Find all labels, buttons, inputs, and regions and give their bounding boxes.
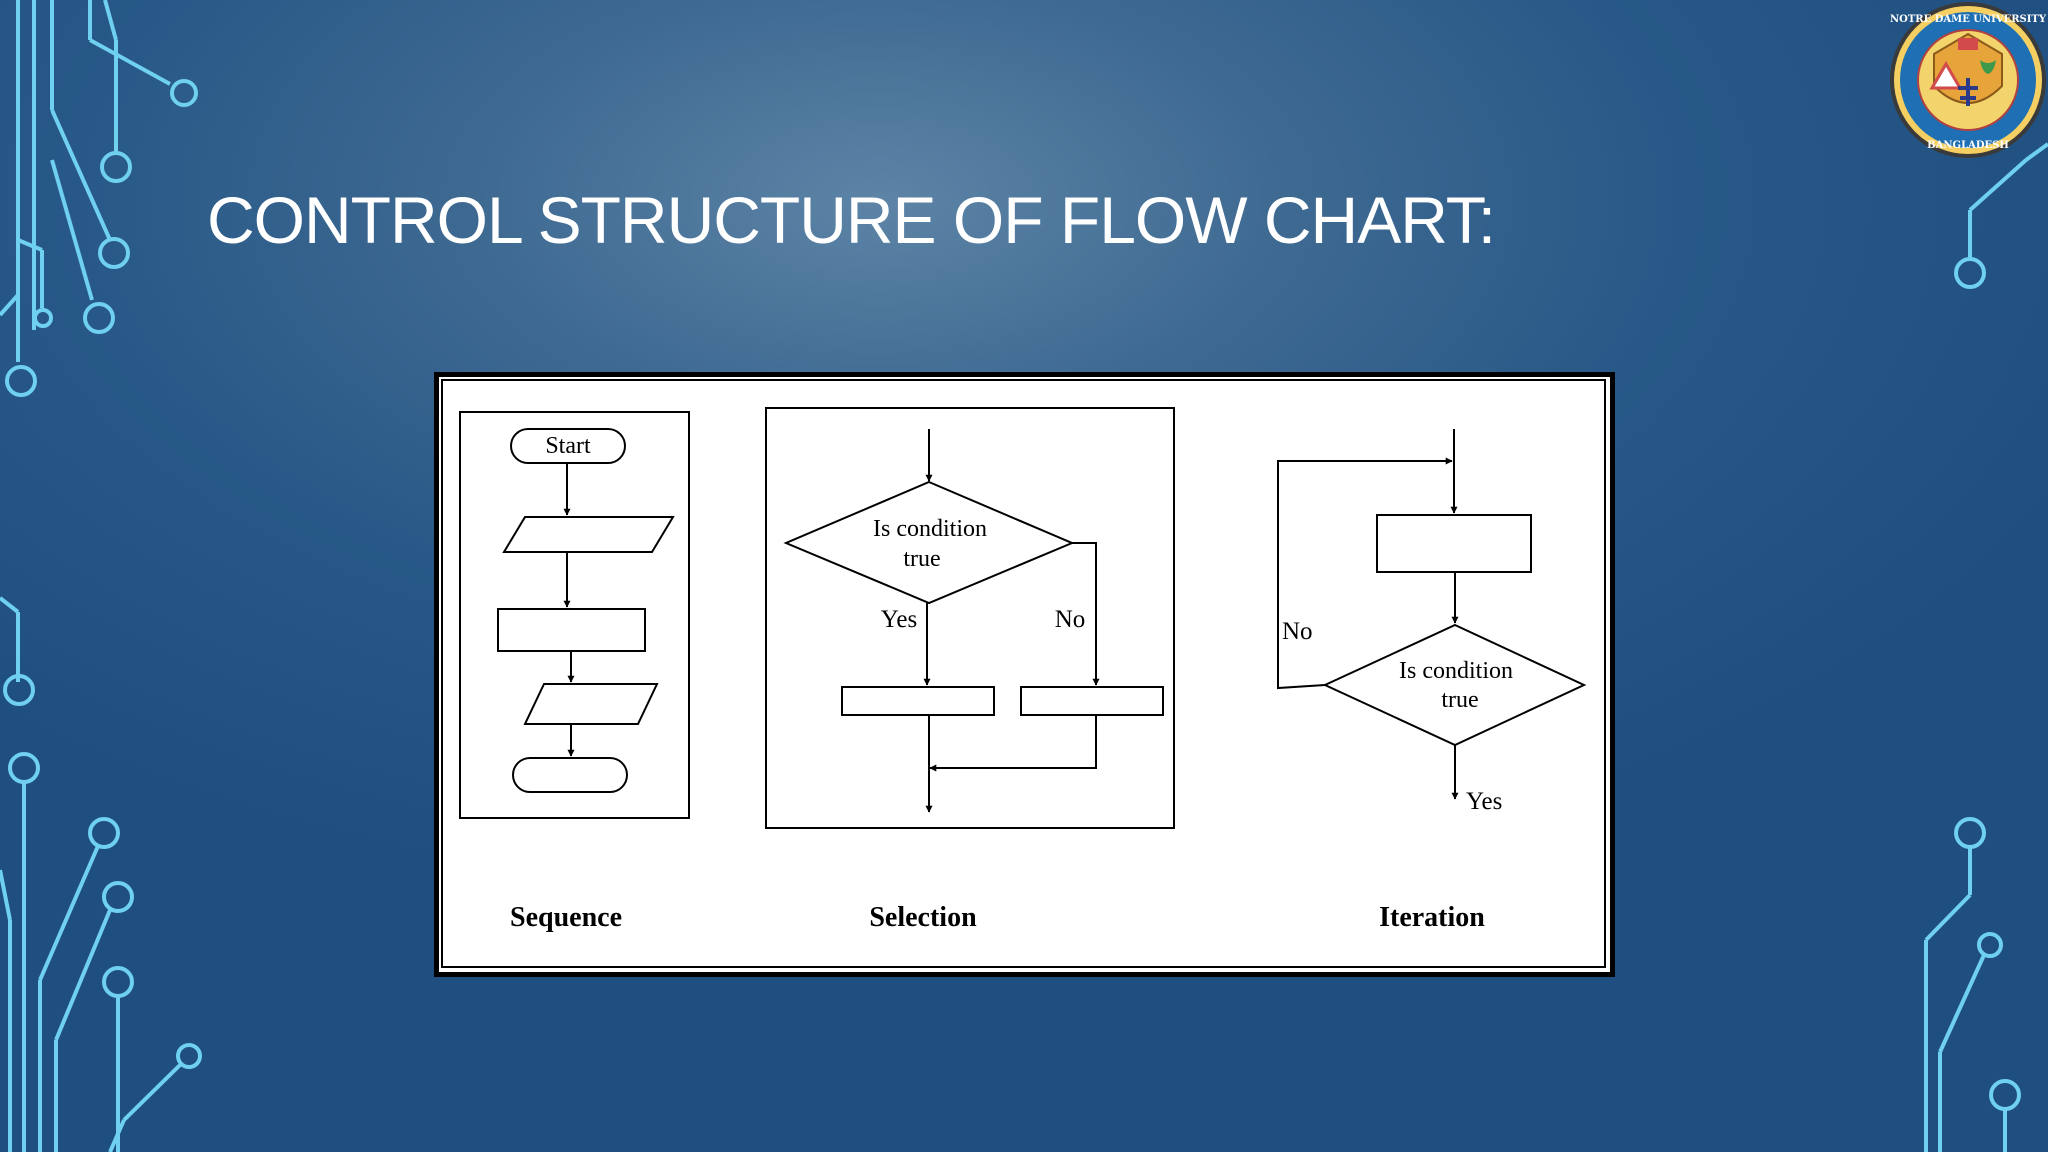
sequence-box — [459, 411, 690, 819]
flowchart-diagram: Start Is condition true Yes No Is condit… — [441, 379, 1606, 968]
flowchart-figure: Start Is condition true Yes No Is condit… — [434, 372, 1615, 977]
figure-inner-border — [441, 379, 1606, 968]
circuit-decoration-top-right — [1954, 142, 2048, 289]
selection-decision-line2: true — [903, 546, 940, 572]
circuit-decoration-bottom-right — [1924, 817, 2021, 1152]
sequence-caption: Sequence — [510, 902, 622, 933]
sequence-start-label: Start — [545, 433, 591, 459]
iteration-no-label: No — [1282, 618, 1313, 645]
selection-yes-process — [841, 686, 995, 716]
iteration-diagram — [1277, 429, 1587, 800]
iteration-decision-diamond — [1322, 623, 1587, 747]
sequence-output-parallelogram — [523, 683, 659, 725]
slide-title: CONTROL STRUCTURE OF FLOW CHART: — [207, 183, 1496, 257]
selection-diagram — [765, 407, 1175, 829]
selection-box — [765, 407, 1175, 829]
selection-decision-diamond — [783, 480, 1075, 605]
seal-top-text: NOTRE DAME UNIVERSITY — [1890, 14, 2047, 25]
selection-no-arrow — [1072, 542, 1100, 686]
iteration-yes-label: Yes — [1466, 788, 1502, 815]
iteration-caption: Iteration — [1379, 902, 1485, 933]
selection-merge-arrow — [929, 715, 1097, 772]
selection-yes-label: Yes — [881, 606, 917, 633]
iteration-decision-line1: Is condition — [1399, 658, 1513, 684]
iteration-process-rect — [1376, 514, 1532, 573]
sequence-input-parallelogram — [502, 516, 675, 553]
selection-caption: Selection — [869, 902, 977, 933]
selection-decision-line1: Is condition — [873, 516, 987, 542]
iteration-loop-back-arrow — [1277, 457, 1453, 690]
university-seal-logo: NOTRE DAME UNIVERSITY BANGLADESH — [1890, 2, 2047, 158]
circuit-decoration-bottom-left — [0, 596, 202, 1152]
iteration-decision-line2: true — [1441, 687, 1478, 713]
selection-no-process — [1020, 686, 1164, 716]
circuit-decoration-top-left — [0, 0, 198, 397]
sequence-diagram — [459, 411, 690, 819]
sequence-process-rect — [497, 608, 646, 652]
sequence-end-terminator — [512, 757, 628, 793]
seal-bottom-text: BANGLADESH — [1927, 140, 2009, 151]
selection-no-label: No — [1055, 606, 1086, 633]
